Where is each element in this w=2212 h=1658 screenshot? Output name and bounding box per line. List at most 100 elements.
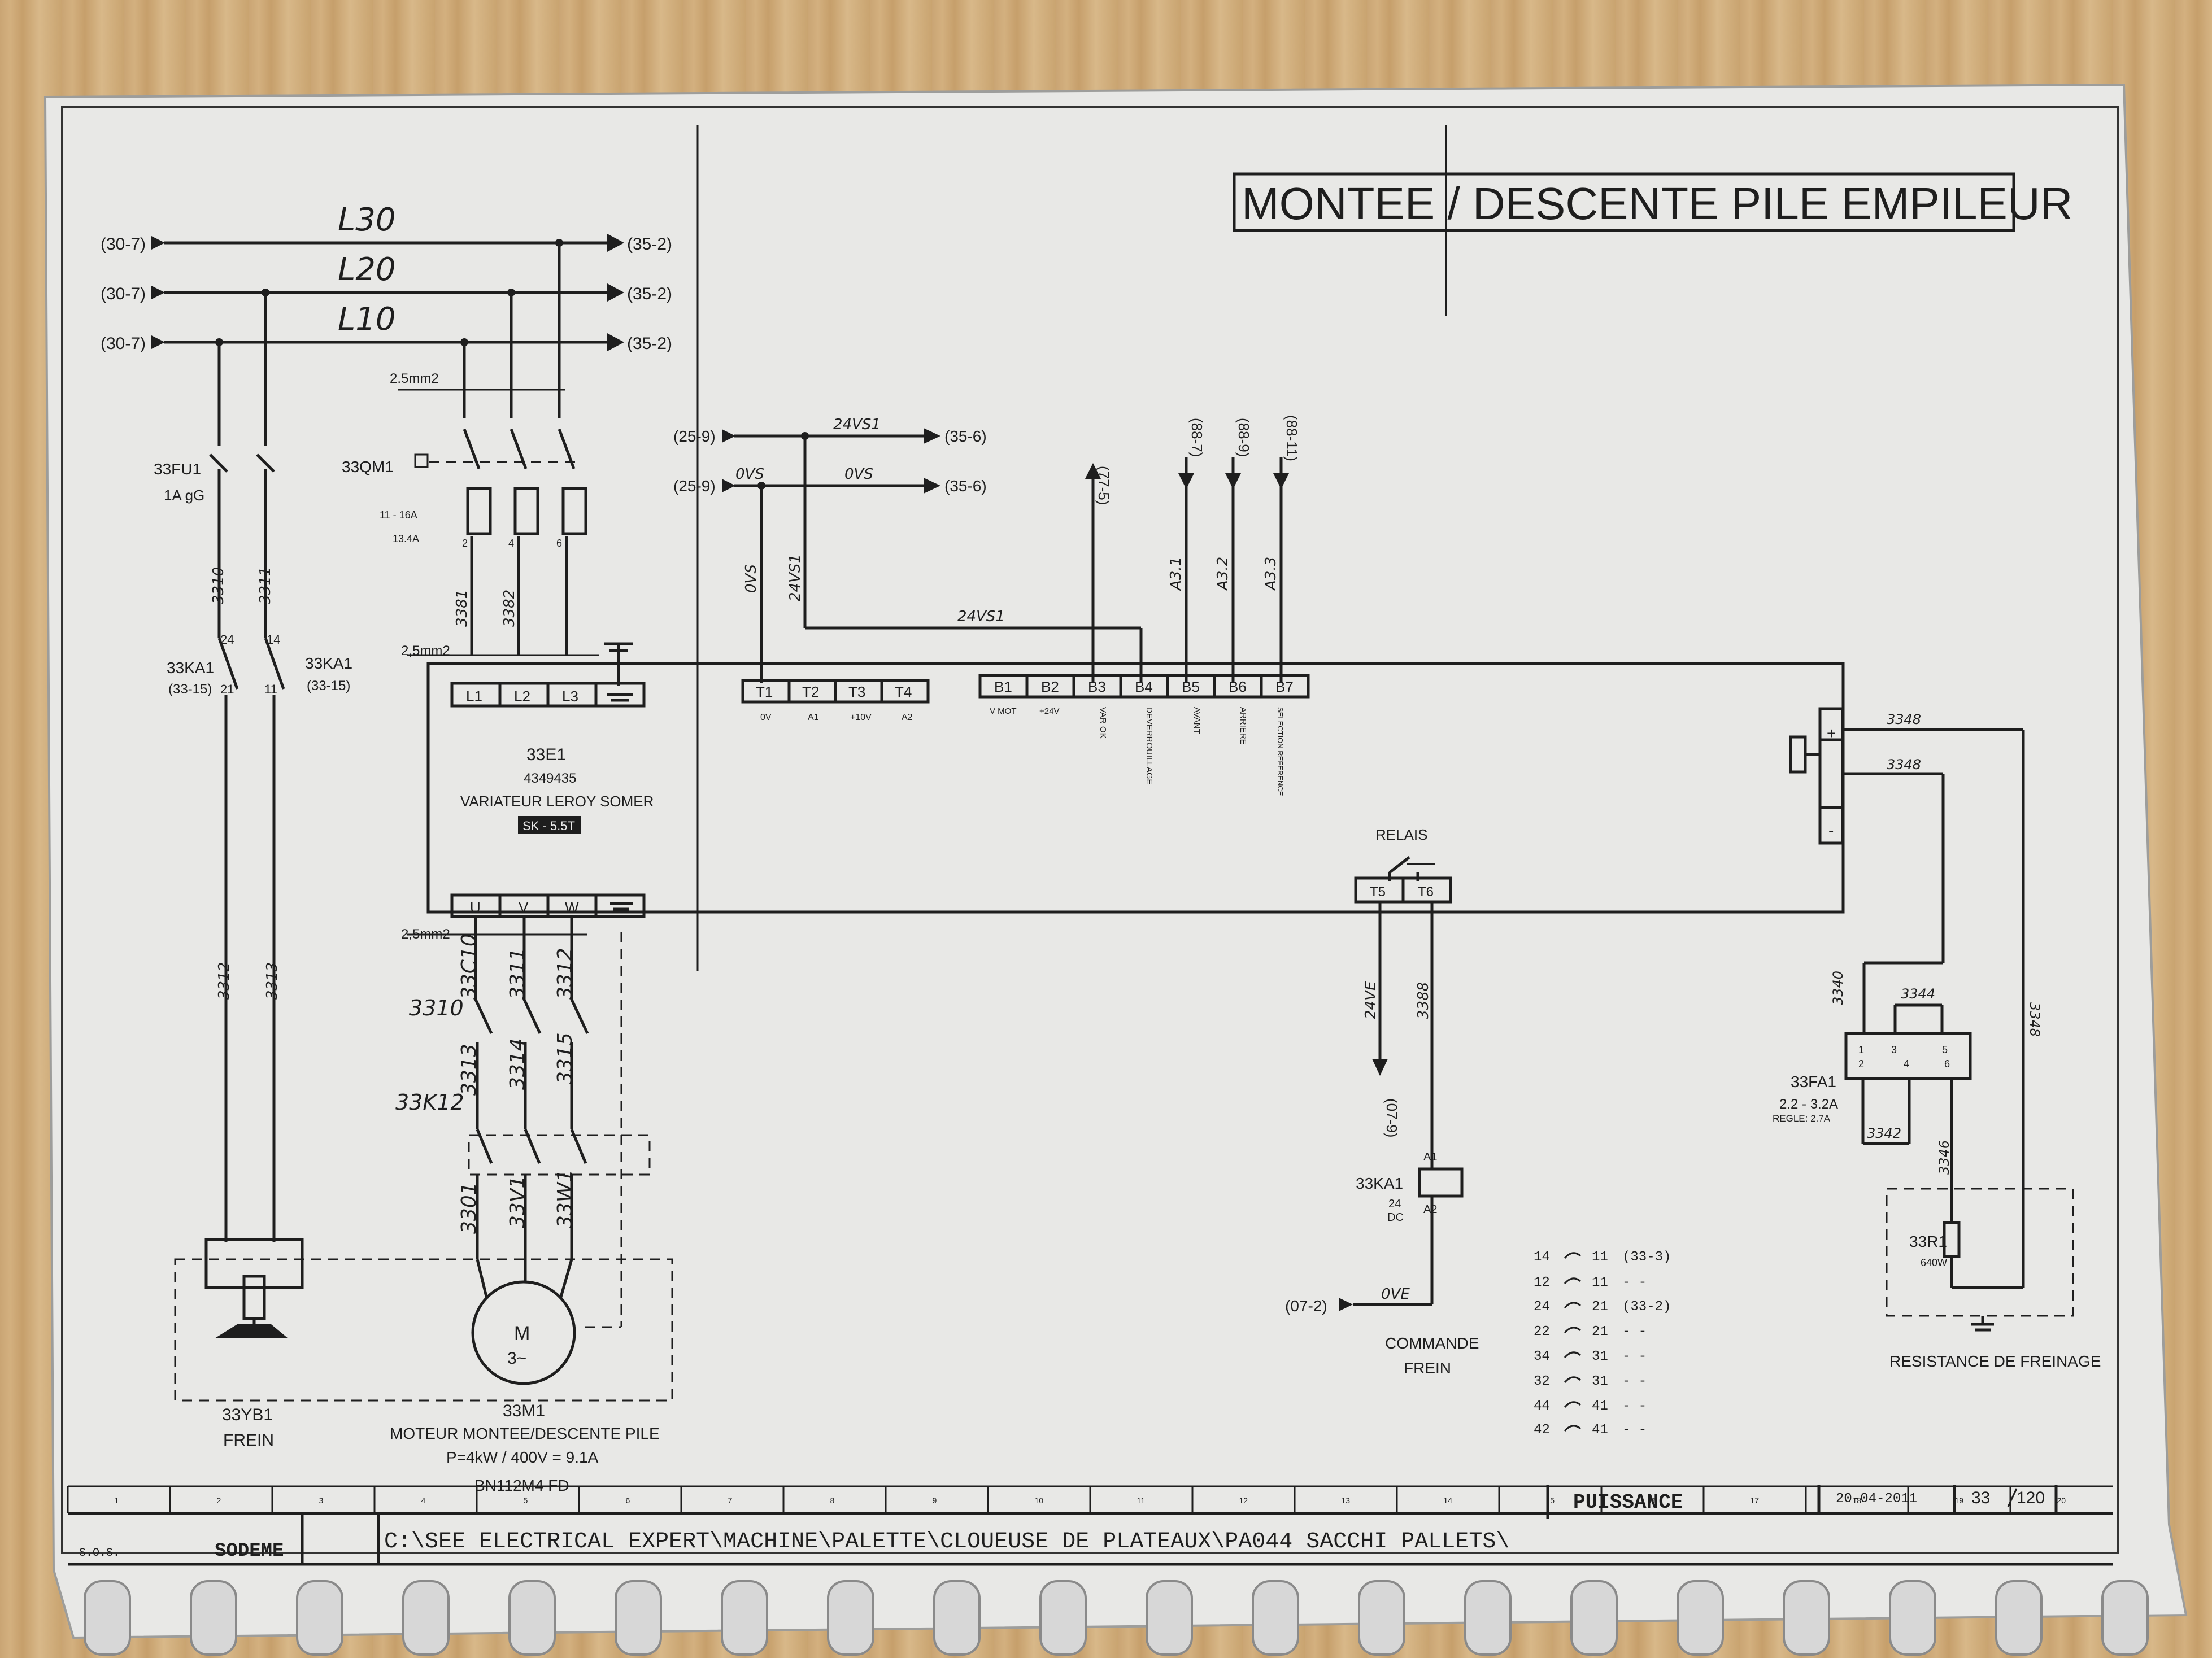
term-u: U (470, 899, 481, 916)
wire-3348-right: 3348 (2027, 1002, 2043, 1037)
ctrl-to-2: (35-6) (944, 477, 987, 495)
binding-ring (402, 1580, 450, 1656)
line-to-1: (35-2) (627, 235, 672, 254)
term-v: V (519, 899, 529, 916)
footer-page: 33 (1971, 1489, 1990, 1507)
binding-ring (1358, 1580, 1405, 1656)
section-in: 2,5mm2 (401, 643, 450, 658)
line-from-1: (30-7) (101, 235, 146, 254)
title-box (1233, 172, 2015, 232)
term-t3: T3 (848, 683, 865, 700)
wire-3346: 3346 (1936, 1140, 1952, 1175)
motor-ref: 33M1 (503, 1402, 545, 1420)
binding-ring (2101, 1580, 2149, 1656)
footer-grid-number: 17 (1751, 1496, 1760, 1505)
binding-ring (1570, 1580, 1618, 1656)
contact-row-1-c: (33-3) (1622, 1250, 1671, 1265)
motor-power: P=4kW / 400V = 9.1A (446, 1448, 599, 1466)
binding-ring (615, 1580, 662, 1656)
cmd-ref-in: (07-2) (1285, 1297, 1327, 1315)
drive-t-terminals (741, 679, 930, 704)
contact-row-6-c: - - (1622, 1374, 1647, 1389)
line-l20-label: L20 (338, 251, 395, 288)
footer-total: 120 (2017, 1489, 2045, 1507)
qm-setting: 13.4A (393, 533, 419, 544)
footer-grid-number: 14 (1444, 1496, 1453, 1505)
overload-ref: 33FA1 (1791, 1073, 1836, 1090)
breaker-33qm1 (398, 243, 599, 656)
a-label-2: A3.2 (1214, 557, 1231, 591)
footer-grid-number: 18 (1853, 1496, 1862, 1505)
motor-symbol: M (514, 1323, 530, 1344)
contact-row-4-c: - - (1622, 1324, 1647, 1340)
cmd-a2: A2 (1423, 1203, 1437, 1216)
b3-sub: VAR OK (1098, 707, 1108, 739)
binding-ring (1464, 1580, 1512, 1656)
binding-ring (1783, 1580, 1830, 1656)
contact-row-3-a: 24 (1534, 1299, 1550, 1315)
hw-3312: 3312 (554, 948, 577, 1000)
resistor-power: 640W (1921, 1257, 1947, 1268)
wire-3388: 3388 (1415, 982, 1432, 1019)
binding-ring (933, 1580, 981, 1656)
ka-right-ref: 33KA1 (305, 655, 352, 672)
binding-ring (721, 1580, 768, 1656)
contact-row-1-a: 14 (1534, 1250, 1550, 1265)
term-l2: L2 (514, 688, 530, 705)
term-t6: T6 (1418, 884, 1434, 900)
brake-ref: 33YB1 (222, 1406, 273, 1424)
footer-grid-number: 4 (421, 1496, 426, 1505)
qm-pole-6: 6 (556, 538, 562, 549)
t2-sub: A1 (808, 713, 819, 722)
contact-row-8-a: 42 (1534, 1423, 1550, 1438)
drive-b-terminals (978, 674, 1310, 699)
fuse-rating: 1A gG (164, 487, 204, 504)
hw-3301: 3301 (458, 1182, 481, 1234)
hw-33v1: 33V1 (506, 1176, 529, 1228)
binding-ring (827, 1580, 874, 1656)
qm-ref: 33QM1 (342, 458, 394, 475)
paper (43, 83, 2188, 1639)
binding-rings (84, 1580, 2149, 1656)
ctrl-from-1: (25-9) (673, 427, 716, 445)
binding-ring (1677, 1580, 1724, 1656)
hw-33w1: 33W1 (554, 1170, 577, 1228)
line-to-2: (35-2) (627, 285, 672, 303)
hw-3315: 3315 (554, 1032, 577, 1084)
footer-grid-number: 2 (217, 1496, 221, 1505)
hw-3314: 3314 (506, 1038, 529, 1090)
hw-33c10: 33C10 (458, 933, 481, 1000)
page-title: MONTEE / DESCENTE PILE EMPILEUR (1242, 178, 2072, 229)
line-l30-label: L30 (338, 202, 395, 238)
contact-row-5-a: 34 (1534, 1349, 1550, 1364)
line-to-3: (35-2) (627, 334, 672, 353)
brake-label: FREIN (223, 1431, 274, 1450)
cmd-a1: A1 (1423, 1151, 1437, 1163)
footer-grid-number: 20 (2057, 1496, 2066, 1505)
footer-grid-number: 5 (524, 1496, 528, 1505)
binding-ring (1146, 1580, 1193, 1656)
footer-path: C:\SEE ELECTRICAL EXPERT\MACHINE\PALETTE… (384, 1529, 1509, 1555)
relay-circuit (1339, 856, 1464, 1311)
fa-term-5: 5 (1942, 1044, 1948, 1055)
ka-contact-21: 21 (220, 682, 234, 696)
fa-term-1: 1 (1858, 1044, 1864, 1055)
contact-row-2-b: 11 (1592, 1275, 1608, 1290)
binding-ring (508, 1580, 556, 1656)
control-lines (722, 428, 1289, 683)
wire-3344: 3344 (1901, 986, 1935, 1002)
b5-sub: AVANT (1192, 707, 1201, 734)
ref-88-11: (88-11) (1283, 415, 1300, 461)
wire-3310: 3310 (210, 567, 227, 604)
term-b1: B1 (994, 678, 1012, 695)
contact-row-3-b: 21 (1592, 1299, 1608, 1315)
cmd-ref-up: (07-9) (1383, 1098, 1400, 1137)
term-t4: T4 (895, 683, 912, 700)
dc-bus-terminals (1789, 707, 2074, 1332)
t4-sub: A2 (902, 713, 913, 722)
t3-sub: +10V (850, 713, 872, 722)
drive-model: SK - 5.5T (522, 819, 575, 833)
qm-pole-4: 4 (508, 538, 514, 549)
